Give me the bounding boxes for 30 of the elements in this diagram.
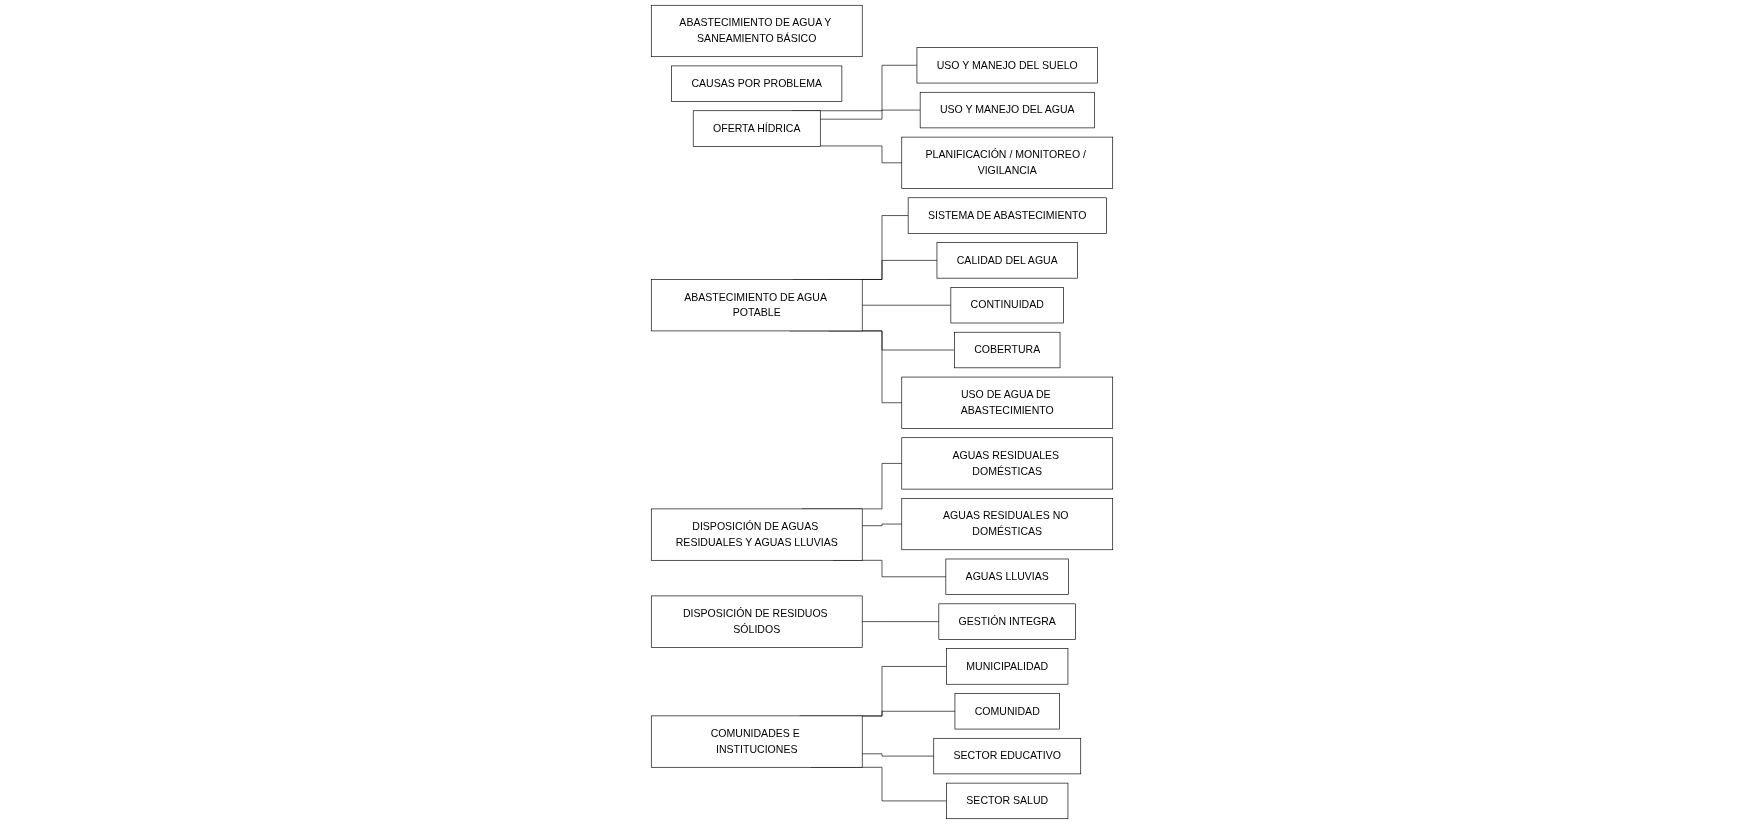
node-box: SECTOR SALUD [945, 782, 1068, 820]
node-box: AGUAS LLUVIAS [945, 558, 1069, 595]
node-box: CONTINUIDAD [950, 287, 1064, 324]
connector [819, 109, 920, 120]
node-box: COMUNIDAD [954, 693, 1060, 730]
node-box: USO DE AGUA DE ABASTECIMIENTO [900, 376, 1113, 429]
node-box: DISPOSICIÓN DE AGUAS RESIDUALES Y AGUAS LLUVIAS [650, 508, 863, 561]
connector [861, 621, 939, 622]
node-box: AGUAS RESIDUALES DOMÉSTICAS [900, 437, 1113, 490]
node-box: AGUAS RESIDUALES NO DOMÉSTICAS [900, 498, 1113, 551]
connector [861, 710, 955, 717]
connector [819, 145, 902, 164]
connector [861, 304, 951, 306]
node-box: COBERTURA [953, 331, 1060, 369]
node-box: SECTOR EDUCATIVO [932, 737, 1081, 775]
node-box: PLANIFICACIÓN / MONITOREO / VIGILANCIA [900, 136, 1113, 189]
node-box: ABASTECIMIENTO DE AGUA Y SANEAMIENTO BÁSICO [650, 4, 863, 57]
node-box: USO Y MANEJO DEL AGUA [919, 91, 1095, 129]
node-box: ABASTECIMIENTO DE AGUA POTABLE [650, 279, 863, 332]
node-box: CALIDAD DEL AGUA [936, 242, 1078, 279]
node-box: USO Y MANEJO DEL SUELO [916, 47, 1098, 84]
connector [861, 753, 934, 757]
connector [861, 523, 902, 527]
node-box: OFERTA HÍDRICA [692, 110, 821, 147]
node-box: CAUSAS POR PROBLEMA [670, 65, 842, 102]
node-box: MUNICIPALIDAD [945, 648, 1068, 685]
node-box: GESTIÓN INTEGRA [938, 603, 1076, 640]
node-box: DISPOSICIÓN DE RESIDUOS SÓLIDOS [650, 595, 863, 648]
node-box: SISTEMA DE ABASTECIMIENTO [907, 197, 1107, 234]
node-box: COMUNIDADES E INSTITUCIONES [650, 715, 863, 768]
